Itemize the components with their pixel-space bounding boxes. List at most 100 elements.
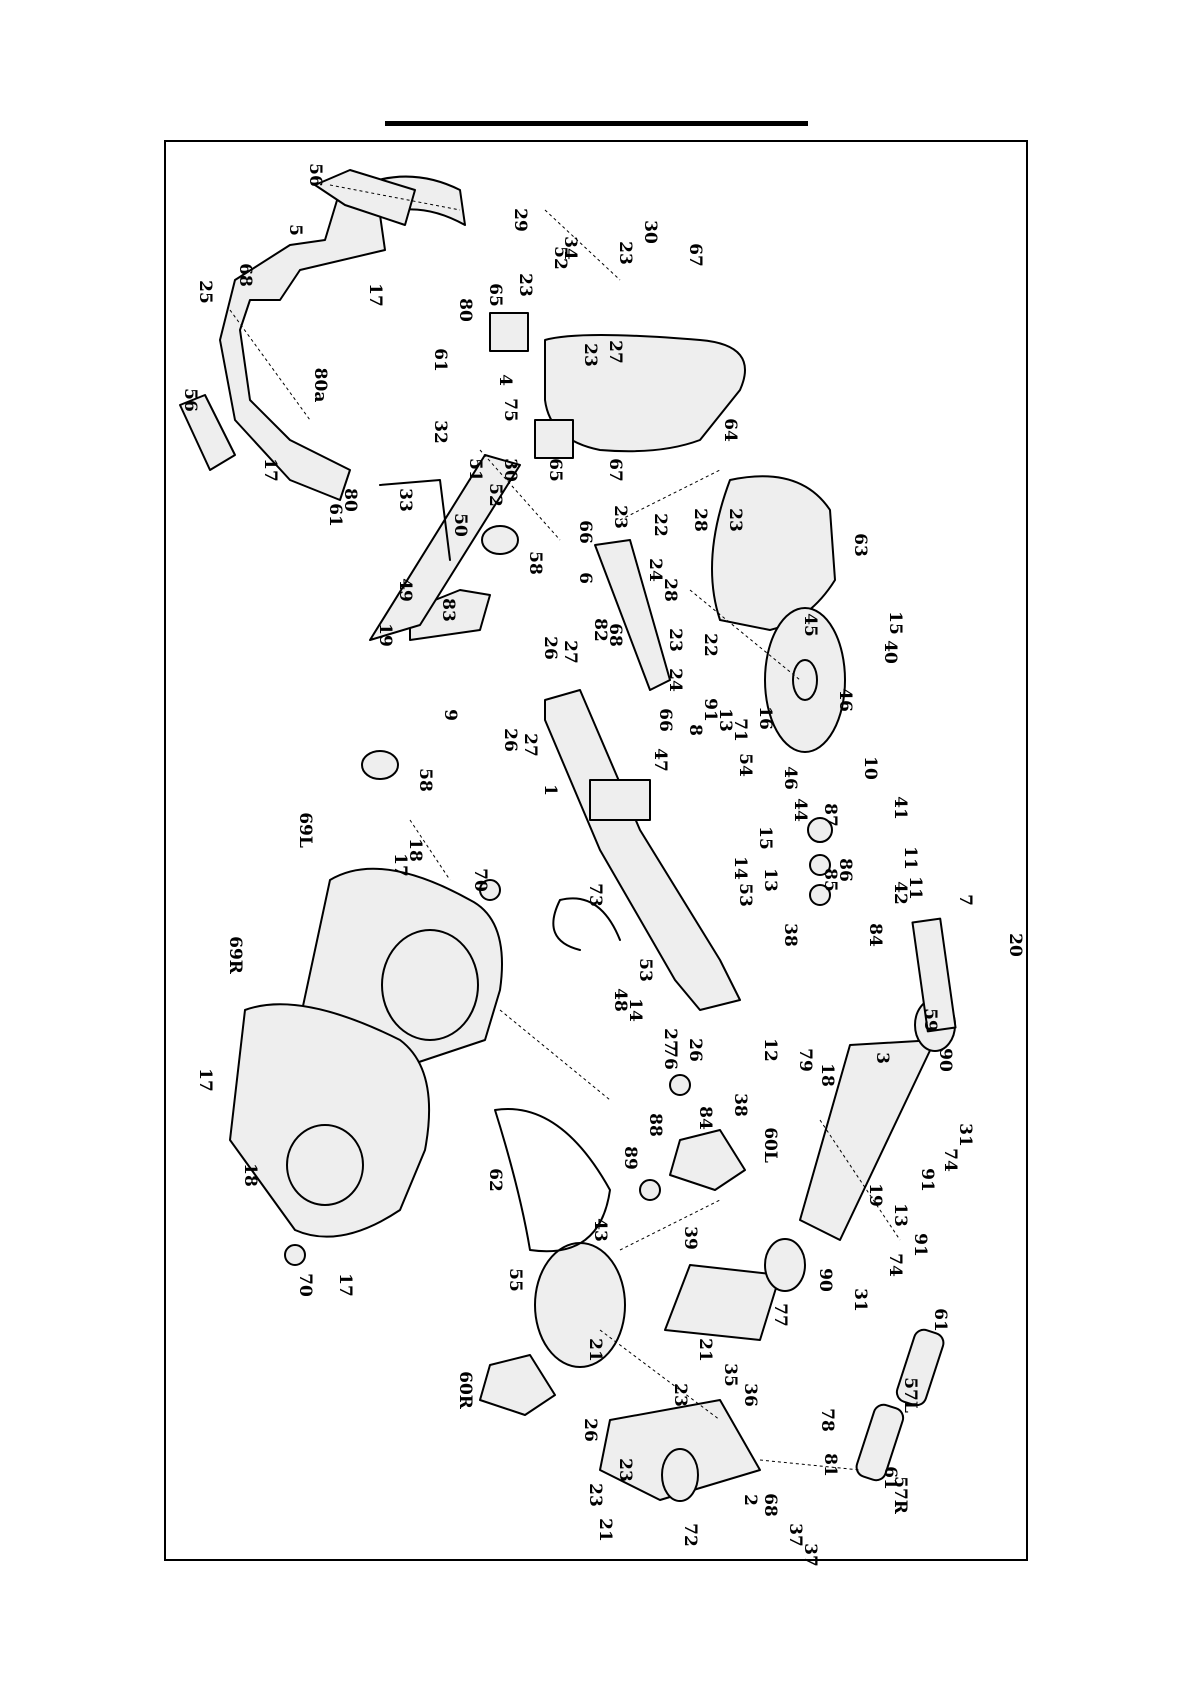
part-label-20: 20	[1005, 933, 1025, 957]
part-label-45: 45	[800, 613, 820, 637]
arm-shape	[379, 479, 451, 561]
part-label-54: 54	[735, 753, 755, 777]
leader-line	[819, 1119, 901, 1241]
part-label-27: 27	[660, 1028, 680, 1052]
part-label-28: 28	[660, 578, 680, 602]
part-label-66: 66	[655, 708, 675, 732]
part-label-9: 9	[440, 709, 460, 721]
pedal-right-shape	[479, 1354, 556, 1416]
leader-line	[499, 1009, 611, 1101]
part-label-17: 17	[335, 1273, 355, 1297]
part-label-27: 27	[605, 340, 625, 364]
part-label-44: 44	[790, 798, 810, 822]
part-label-24: 24	[645, 558, 665, 582]
part-label-18: 18	[817, 1063, 837, 1087]
part-label-61: 61	[930, 1308, 950, 1332]
part-label-60R: 60R	[455, 1371, 475, 1410]
grip-shape	[314, 169, 416, 226]
part-label-14: 14	[625, 998, 645, 1022]
part-label-23: 23	[665, 628, 685, 652]
part-label-51: 51	[465, 458, 485, 482]
part-label-40: 40	[880, 640, 900, 664]
part-label-11: 11	[905, 876, 925, 900]
title-bar	[385, 121, 808, 126]
seat-shape	[711, 475, 836, 631]
part-label-37: 37	[785, 1523, 805, 1547]
part-label-17: 17	[365, 283, 385, 307]
part-label-82: 82	[590, 618, 610, 642]
part-label-74: 74	[940, 1148, 960, 1172]
part-label-24: 24	[665, 668, 685, 692]
leader-line	[479, 449, 561, 541]
part-label-38: 38	[780, 923, 800, 947]
part-label-81: 81	[820, 1453, 840, 1477]
bracket-shape	[534, 419, 574, 459]
pedal-left-shape	[669, 1129, 746, 1191]
part-label-27: 27	[520, 733, 540, 757]
part-label-26: 26	[540, 636, 560, 660]
part-label-11: 11	[900, 846, 920, 870]
part-label-19: 19	[865, 1183, 885, 1207]
small-part-shape	[807, 817, 833, 843]
small-part-shape	[809, 854, 831, 876]
part-label-84: 84	[865, 923, 885, 947]
part-label-13: 13	[760, 868, 780, 892]
part-label-47: 47	[650, 748, 670, 772]
knob-shape	[661, 1448, 699, 1502]
part-label-4: 4	[495, 374, 515, 386]
part-label-91: 91	[700, 698, 720, 722]
part-label-41: 41	[890, 796, 910, 820]
part-label-26: 26	[500, 728, 520, 752]
part-label-19: 19	[375, 623, 395, 647]
leader-line	[329, 184, 461, 211]
part-label-21: 21	[585, 1338, 605, 1362]
part-label-69R: 69R	[225, 936, 245, 975]
cover-right-window	[286, 1124, 364, 1206]
part-label-78: 78	[817, 1408, 837, 1432]
part-label-77: 77	[770, 1303, 790, 1327]
console-shape	[664, 1264, 781, 1341]
part-label-28: 28	[690, 508, 710, 532]
part-label-14: 14	[730, 856, 750, 880]
part-label-68: 68	[235, 263, 255, 287]
part-label-69L: 69L	[295, 812, 315, 848]
part-label-67: 67	[685, 243, 705, 267]
wheel-shape	[764, 1238, 806, 1292]
part-label-26: 26	[685, 1038, 705, 1062]
part-label-13: 13	[715, 708, 735, 732]
part-label-52: 52	[550, 246, 570, 270]
diagram-frame	[164, 140, 1028, 1561]
part-label-15: 15	[885, 611, 905, 635]
leader-line	[599, 1329, 721, 1421]
leader-line	[409, 819, 451, 881]
seat-rail-shape	[594, 539, 671, 691]
part-label-72: 72	[680, 1523, 700, 1547]
part-label-80a: 80a	[310, 368, 330, 403]
part-label-65: 65	[545, 458, 565, 482]
part-label-23: 23	[615, 241, 635, 265]
part-label-48: 48	[610, 988, 630, 1012]
part-label-46: 46	[780, 766, 800, 790]
part-label-17: 17	[390, 853, 410, 877]
part-label-80: 80	[455, 298, 475, 322]
seat-back-shape	[544, 334, 746, 453]
part-label-17: 17	[260, 458, 280, 482]
part-label-8: 8	[685, 724, 705, 736]
grip-shape	[179, 394, 236, 471]
part-label-79: 79	[795, 1048, 815, 1072]
part-label-67: 67	[605, 458, 625, 482]
part-label-87: 87	[820, 803, 840, 827]
part-label-70: 70	[295, 1273, 315, 1297]
part-label-61: 61	[880, 1466, 900, 1490]
part-label-32: 32	[430, 420, 450, 444]
part-label-86: 86	[835, 858, 855, 882]
leader-line	[544, 209, 621, 281]
part-label-74: 74	[885, 1253, 905, 1277]
part-label-36: 36	[740, 1383, 760, 1407]
part-label-23: 23	[725, 508, 745, 532]
part-label-30: 30	[500, 458, 520, 482]
cover-left-window	[381, 929, 479, 1041]
part-label-52: 52	[485, 483, 505, 507]
part-label-38: 38	[730, 1093, 750, 1117]
part-label-66: 66	[575, 520, 595, 544]
